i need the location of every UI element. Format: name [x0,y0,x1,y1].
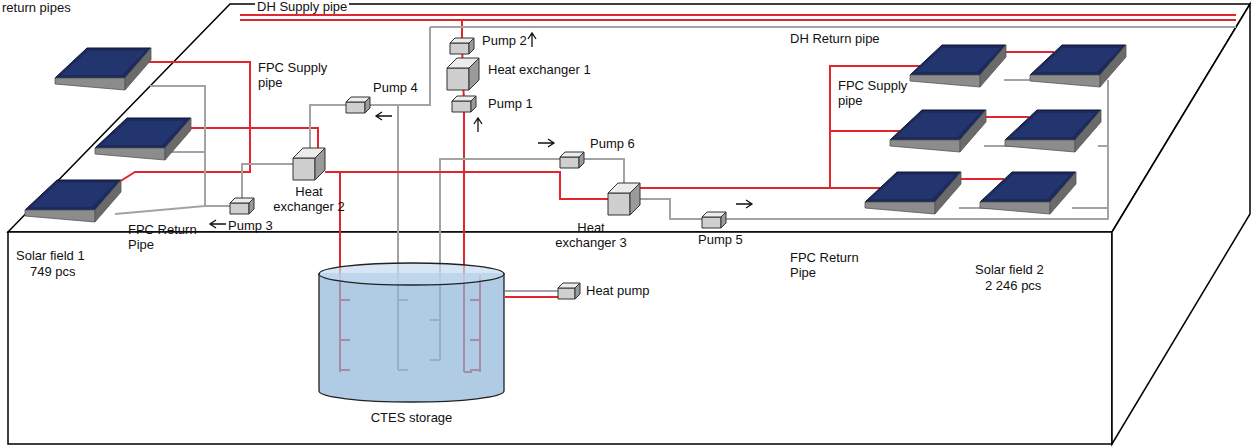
pipe [584,159,624,183]
pump: Pump 2 [450,38,474,54]
pipe-label: DH Return pipe [790,31,880,46]
pipe [463,90,465,96]
pipe [463,112,465,262]
pipe [325,172,608,199]
pump: Pump 5 [702,212,726,228]
field-label: Solar field 2 [975,262,1044,277]
pipe-label: FPC Return Pipe [790,250,868,280]
heat-exchanger: Heat exchanger 2 [293,148,325,180]
component-label: Heat exchanger 2 [266,184,352,214]
pipe-label: DH Supply pipe [255,0,349,14]
tank-shape [318,262,505,402]
pipe [461,54,463,58]
pipe-label: FPC Supply pipe [838,78,916,108]
component-label: Heat pump [586,283,650,298]
cube-shape [608,183,640,215]
cube-shape [447,58,479,90]
field-label: Solar field 1 [16,248,85,263]
component-label: CTES storage [318,410,505,425]
cube-shape [450,38,474,54]
pump: Pump 1 [452,96,476,112]
cube-shape [560,152,584,168]
cube-shape [452,96,476,112]
pipe [505,290,558,292]
pump: Pump 3 [230,198,254,214]
cut-caption: return pipes [2,0,71,15]
field-count: 749 pcs [30,264,76,279]
field-count: 2 246 pcs [985,278,1041,293]
cube-shape [702,212,726,228]
pipe-label: FPC Supply pipe [258,60,336,90]
cube-shape [293,148,325,180]
cube-shape [346,97,370,113]
cube-shape [558,283,580,299]
component-label: Pump 5 [698,232,743,247]
component-label: Heat exchanger 1 [488,62,591,77]
component-label: Pump 6 [590,136,635,151]
pump: Pump 4 [346,97,370,113]
ground-slab [8,4,1250,444]
pipe [440,159,560,262]
pump: Pump 6 [560,152,584,168]
flow-arrows [210,33,752,228]
solar-collectors [25,45,1126,222]
pipe-label: FPC Return Pipe [128,222,206,252]
component-label: Pump 4 [373,80,418,95]
component-label: Pump 2 [482,33,527,48]
component-label: Pump 3 [228,218,273,233]
cube-shape [230,198,254,214]
component-label: Pump 1 [488,96,533,111]
pipe [640,199,702,219]
heat-exchanger: Heat exchanger 1 [447,58,479,90]
dh-pipes [240,15,1236,105]
heat-exchanger: Heat exchanger 3 [608,183,640,215]
storage-tank: CTES storage [318,262,505,402]
pipe [310,105,346,148]
heat-pump: Heat pump [558,283,580,299]
component-label: Heat exchanger 3 [548,220,634,250]
pipe [370,105,398,262]
pipe [242,164,293,198]
